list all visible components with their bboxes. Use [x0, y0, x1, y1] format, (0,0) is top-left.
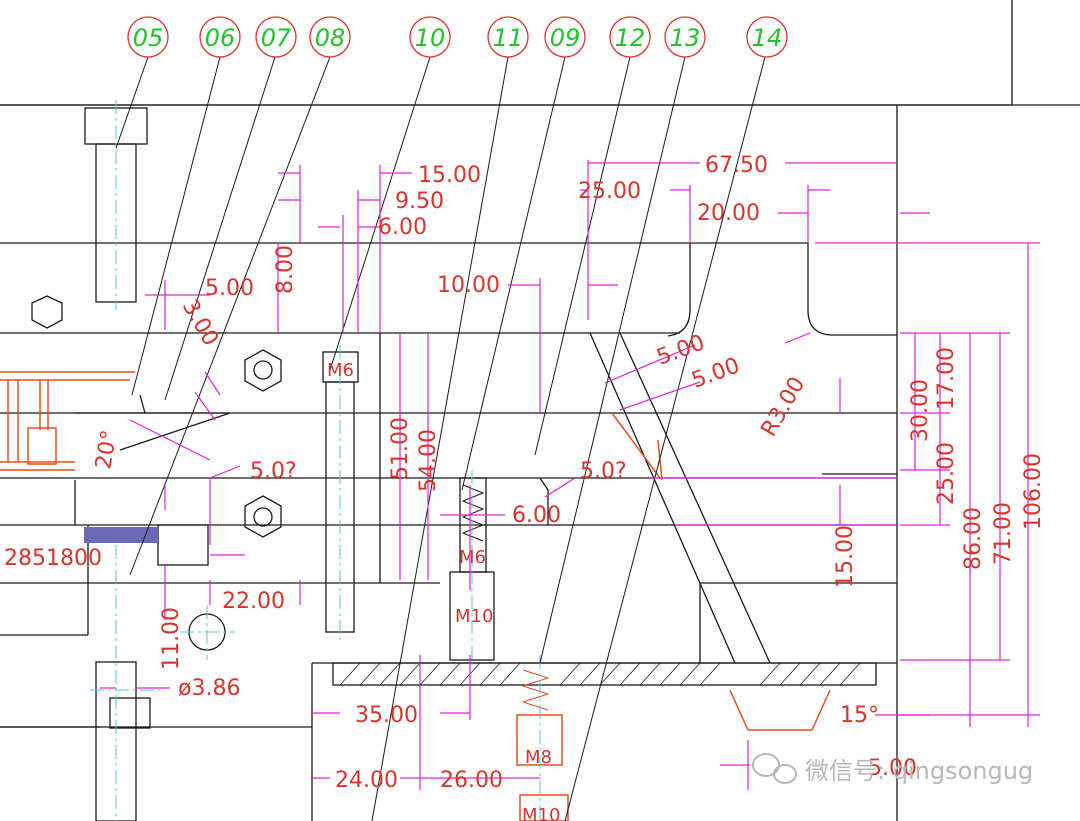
label-m10b: M10 — [522, 805, 560, 821]
dim-9-5: 9.50 — [395, 189, 444, 214]
balloon-06: 06 — [199, 16, 241, 58]
dim-part-number: 2851800 — [4, 546, 102, 571]
dim-dia: ø3.86 — [178, 676, 240, 701]
balloon-group: 05 06 07 08 10 11 09 12 13 14 — [127, 16, 788, 58]
balloon-13: 13 — [664, 16, 706, 58]
balloon-08: 08 — [309, 16, 351, 58]
label-m8: M8 — [525, 747, 552, 768]
svg-text:07: 07 — [261, 24, 292, 52]
leader-lines — [115, 56, 766, 821]
center-lines — [90, 100, 541, 821]
dim-20deg: 20° — [91, 428, 122, 471]
svg-text:11: 11 — [493, 24, 524, 52]
dim-35: 35.00 — [355, 703, 418, 728]
label-m6b: M6 — [459, 547, 486, 568]
balloon-07: 07 — [255, 16, 297, 58]
ejector-plate-hatch — [339, 662, 861, 686]
dim-5a: 5.00 — [205, 276, 254, 301]
svg-text:06: 06 — [205, 24, 236, 52]
balloon-09: 09 — [544, 16, 586, 58]
dim-6: 6.00 — [378, 215, 427, 240]
dim-5c: 5.00 — [689, 353, 744, 393]
svg-text:微信号: qingsongug: 微信号: qingsongug — [805, 757, 1033, 785]
dim-17: 17.00 — [934, 347, 959, 410]
springs — [461, 484, 550, 711]
svg-text:12: 12 — [615, 24, 646, 52]
svg-text:09: 09 — [550, 24, 581, 52]
dim-30: 30.00 — [908, 379, 933, 442]
watermark: 微信号: qingsongug — [752, 753, 1033, 785]
dim-5q2: 5.0? — [580, 459, 627, 484]
dim-26: 26.00 — [440, 768, 503, 793]
balloon-11: 11 — [487, 16, 529, 58]
svg-text:08: 08 — [315, 24, 346, 52]
dim-25: 25.00 — [578, 179, 641, 204]
dim-15: 15.00 — [418, 163, 481, 188]
dim-86: 86.00 — [961, 507, 986, 570]
dim-15b: 15.00 — [833, 525, 858, 588]
dim-5q1: 5.0? — [250, 459, 297, 484]
fastener-labels: M6 M6 M10 M8 M10 — [327, 360, 560, 821]
svg-text:10: 10 — [415, 24, 446, 52]
svg-text:05: 05 — [133, 24, 164, 52]
dimension-labels: 15.00 9.50 6.00 67.50 25.00 20.00 10.00 … — [4, 153, 1046, 793]
dim-22: 22.00 — [222, 589, 285, 614]
dim-5b: 5.00 — [654, 330, 709, 370]
balloon-12: 12 — [609, 16, 651, 58]
dim-20: 20.00 — [697, 201, 760, 226]
dim-r3: R3.00 — [757, 373, 811, 441]
dim-25b: 25.00 — [934, 442, 959, 505]
dimension-lines — [100, 160, 1040, 790]
dim-5d: 5.00 — [868, 756, 917, 781]
svg-text:13: 13 — [670, 24, 701, 52]
dim-11: 11.00 — [159, 607, 184, 670]
dim-24: 24.00 — [335, 768, 398, 793]
svg-text:14: 14 — [752, 24, 783, 52]
dim-106: 106.00 — [1021, 453, 1046, 530]
dim-54: 54.00 — [416, 429, 441, 492]
dim-8: 8.00 — [273, 245, 298, 294]
balloon-14: 14 — [746, 16, 788, 58]
dim-51: 51.00 — [388, 417, 413, 480]
dim-15deg: 15° — [840, 703, 879, 728]
dim-71: 71.00 — [991, 502, 1016, 565]
balloon-05: 05 — [127, 16, 169, 58]
dim-6b: 6.00 — [512, 503, 561, 528]
wechat-icon — [752, 753, 797, 784]
label-m6a: M6 — [327, 360, 354, 381]
balloon-10: 10 — [409, 16, 451, 58]
slider-block — [84, 527, 158, 543]
label-m10a: M10 — [455, 606, 493, 627]
dim-10: 10.00 — [437, 273, 500, 298]
dim-67-5: 67.50 — [705, 153, 768, 178]
